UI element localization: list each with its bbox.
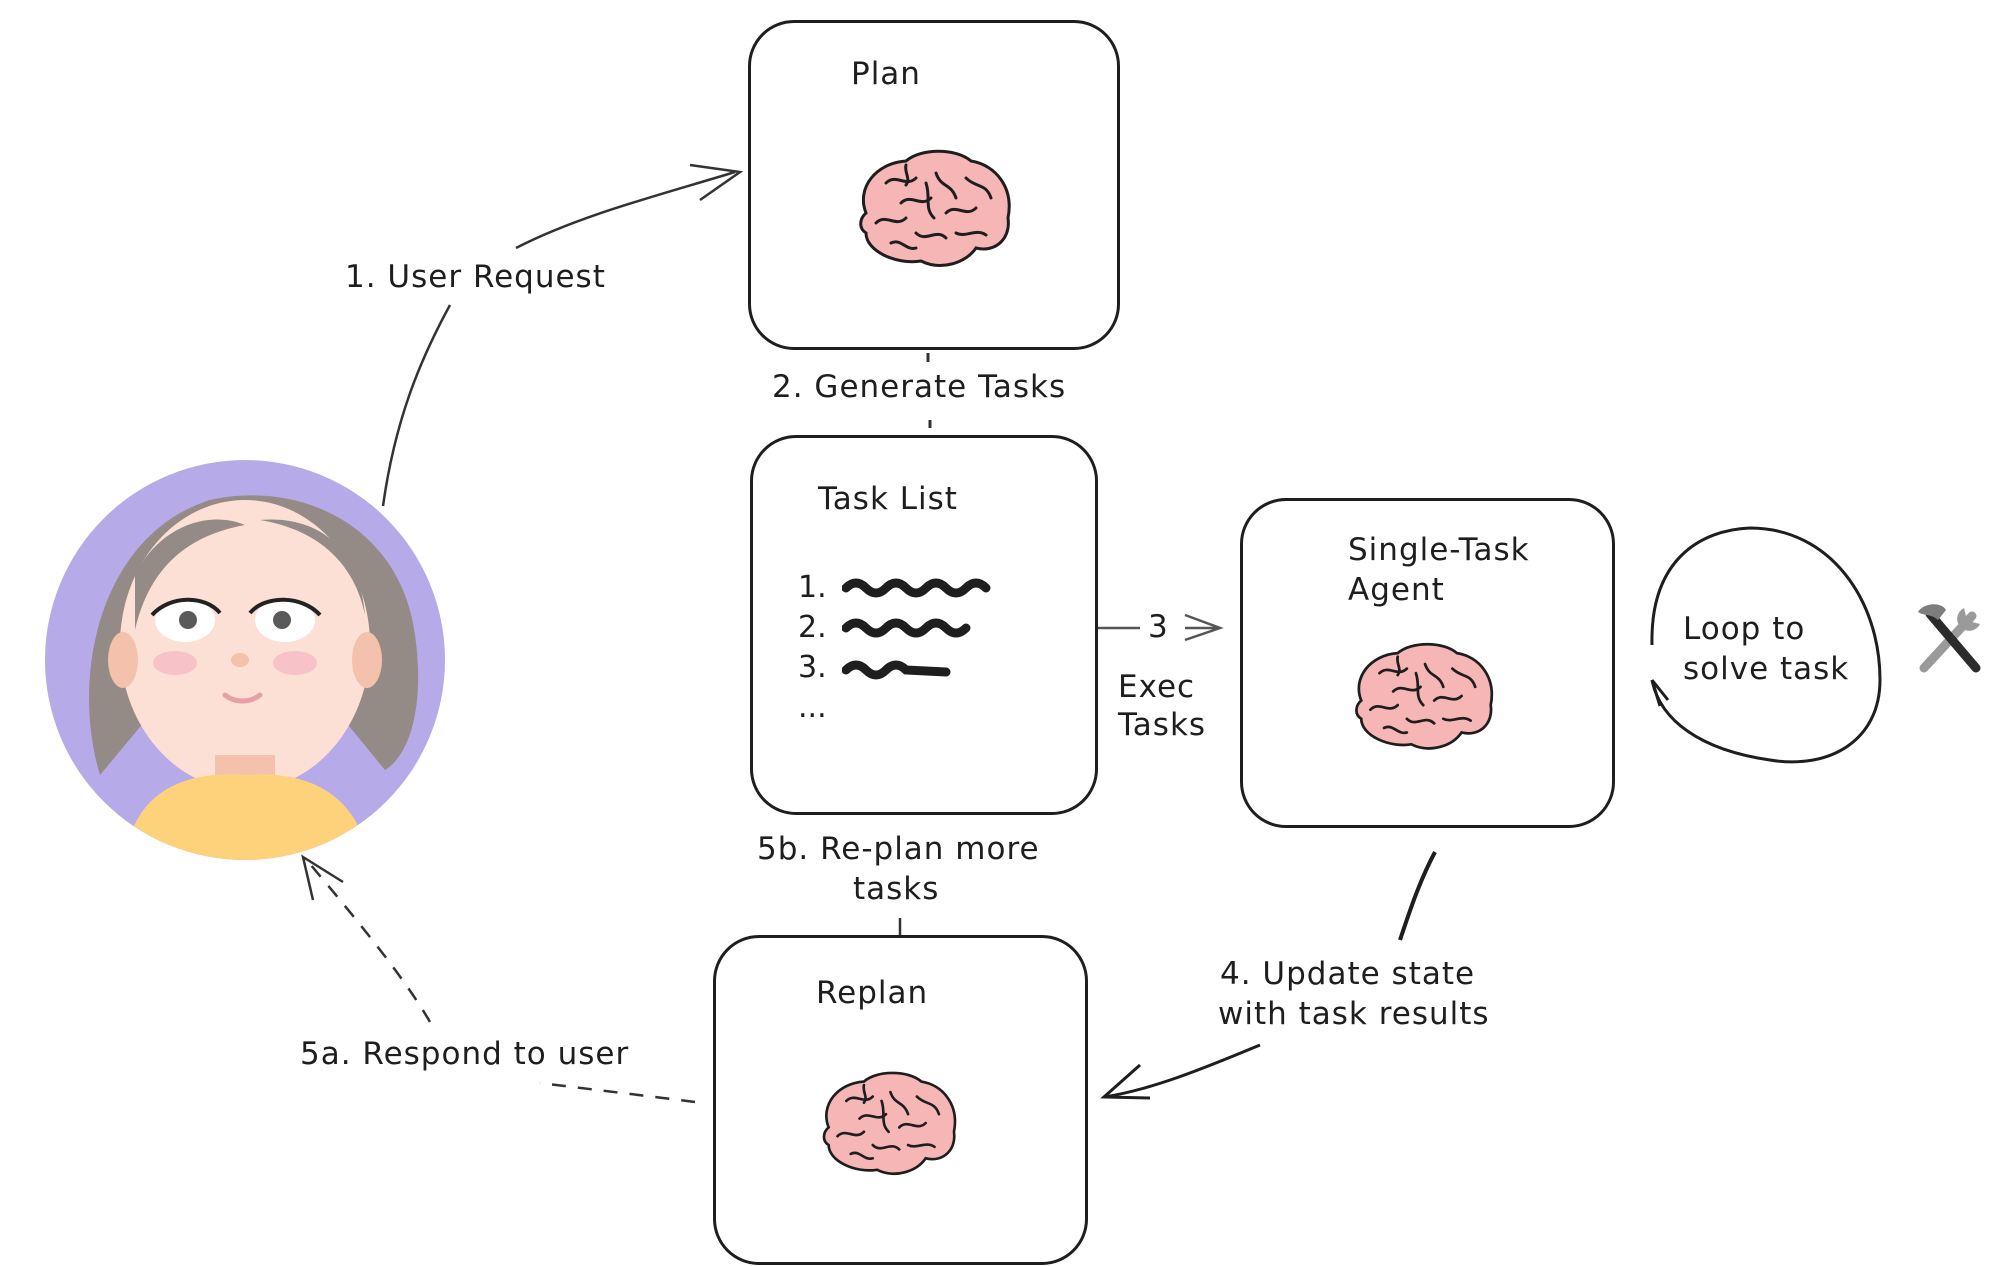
task-item: 3. (798, 648, 992, 688)
task-ellipsis: ... (798, 690, 827, 725)
plan-node[interactable]: Plan (748, 20, 1120, 350)
arrowhead-loop (1650, 679, 1670, 707)
edge-user-request-upper (515, 170, 736, 250)
replan-title: Replan (816, 975, 929, 1011)
edge-label-replan-more-line1: 5b. Re-plan more (757, 831, 1040, 867)
brain-icon (811, 1063, 961, 1183)
loop-label-line1: Loop to (1683, 611, 1806, 647)
edge-respond-lower (539, 1081, 696, 1104)
agent-title-line1: Single-Task (1348, 532, 1530, 568)
agent-title-line2: Agent (1348, 572, 1445, 608)
brain-icon (846, 143, 1016, 273)
edge-label-respond-user: 5a. Respond to user (300, 1036, 630, 1072)
edge-label-exec-line1: Exec (1118, 669, 1196, 705)
hammer-and-wrench-icon (1918, 604, 1981, 673)
edge-label-user-request: 1. User Request (345, 259, 606, 295)
brain-icon (1343, 636, 1498, 756)
plan-title: Plan (851, 56, 921, 92)
edge-update-state-lower (1103, 1043, 1261, 1099)
squiggle-line (842, 578, 991, 598)
loop-circle (1650, 526, 1882, 764)
task-number: 3. (798, 650, 827, 685)
loop-label-line2: solve task (1683, 651, 1850, 687)
task-item: 2. (798, 608, 992, 648)
task-number: 1. (798, 570, 827, 605)
task-number: 2. (798, 610, 827, 645)
edge-label-update-state-line1: 4. Update state (1220, 956, 1476, 992)
arrowhead-exec-tasks (1184, 613, 1224, 642)
task-list-node[interactable]: Task List 1. 2. 3. ... (750, 435, 1098, 815)
task-item: 1. (798, 568, 992, 608)
single-task-agent-node[interactable]: Single-Task Agent (1240, 498, 1615, 828)
task-list-title: Task List (818, 481, 958, 517)
task-list-items: 1. 2. 3. ... (798, 568, 992, 728)
edge-label-exec-line2: Tasks (1118, 707, 1207, 743)
edge-user-request-lower (381, 304, 452, 507)
arrowhead-respond (301, 854, 344, 901)
arrowhead-update-state (1100, 1063, 1151, 1100)
squiggle-line (842, 618, 971, 638)
edge-label-generate-tasks: 2. Generate Tasks (772, 369, 1067, 405)
edge-label-exec-number: 3 (1148, 609, 1169, 645)
replan-node[interactable]: Replan (713, 935, 1088, 1265)
user-avatar (45, 460, 445, 860)
squiggle-line (842, 660, 951, 680)
arrowhead-user-request (689, 163, 744, 202)
edge-label-update-state-line2: with task results (1218, 996, 1490, 1032)
edge-label-replan-more-line2: tasks (853, 871, 940, 907)
edge-respond-upper (304, 857, 432, 1023)
edge-update-state-upper (1398, 851, 1437, 941)
